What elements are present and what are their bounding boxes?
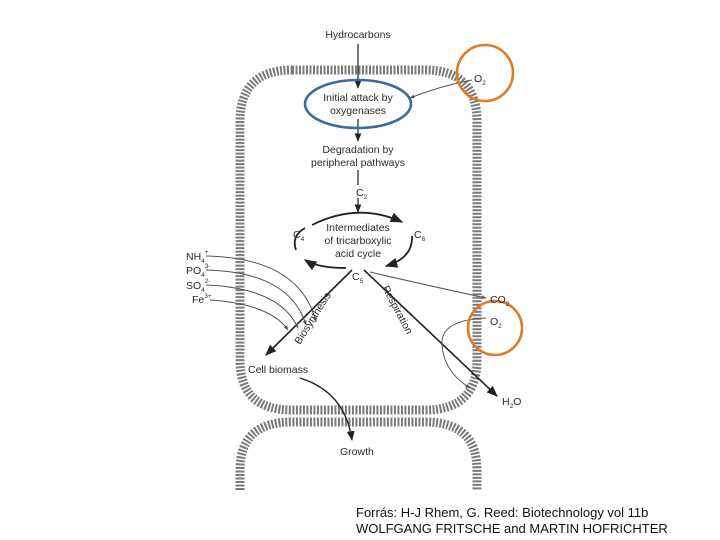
degradation-label-line2: peripheral pathways bbox=[311, 157, 405, 169]
c4-label: C4 bbox=[293, 229, 305, 243]
tca-cycle-arc-left bbox=[293, 227, 306, 251]
growth-label: Growth bbox=[340, 446, 374, 458]
biosynthesis-label: Biosynthesis bbox=[292, 290, 333, 346]
degradation-label-line1: Degradation by bbox=[322, 144, 394, 156]
caption-line-1: Forrás: H-J Rhem, G. Reed: Biotechnology… bbox=[356, 505, 649, 520]
initial-attack-label-line2: oxygenases bbox=[330, 105, 386, 117]
arrow-to-co2 bbox=[369, 271, 487, 300]
h2o-label: H2O bbox=[502, 396, 521, 410]
o2-right-label: O2 bbox=[490, 316, 502, 330]
arrow-nh4 bbox=[205, 255, 317, 323]
oxygenase-highlight-ellipse bbox=[303, 78, 413, 130]
arrow-respiration bbox=[363, 269, 498, 397]
c6-label: C6 bbox=[414, 229, 426, 243]
o2-right-highlight-circle bbox=[466, 299, 524, 357]
o2-top-label: O2 bbox=[474, 73, 486, 87]
arrow-so4 bbox=[205, 284, 299, 329]
arrow-fe bbox=[209, 299, 289, 331]
c2-label: C2 bbox=[356, 187, 368, 201]
nh4-label: NH4+ bbox=[186, 249, 209, 265]
so4-label: SO42- bbox=[186, 278, 211, 294]
initial-attack-label-line1: Initial attack by bbox=[323, 92, 393, 104]
respiration-label: Respiration bbox=[379, 284, 415, 337]
tca-label-line3: acid cycle bbox=[335, 248, 381, 260]
caption-line-2: WOLFGANG FRITSCHE and MARTIN HOFRICHTER bbox=[356, 521, 668, 536]
po4-label: PO43- bbox=[186, 263, 211, 279]
arrow-o2-in-right bbox=[441, 317, 487, 389]
tca-cycle-arc-bottom bbox=[303, 259, 347, 271]
hydrocarbons-label: Hydrocarbons bbox=[325, 29, 390, 41]
tca-cycle-arc-top bbox=[311, 211, 404, 226]
tca-label-line2: of tricarboxylic bbox=[324, 235, 391, 247]
cell-biomass-label: Cell biomass bbox=[248, 364, 308, 376]
arrow-po4 bbox=[205, 269, 307, 326]
tca-cycle-arc-right bbox=[384, 235, 413, 268]
c5-label: C5 bbox=[352, 271, 364, 285]
tca-label-line1: Intermediates bbox=[326, 222, 390, 234]
cell-wall bbox=[235, 65, 482, 415]
o2-top-highlight-circle bbox=[455, 43, 515, 103]
fe-label: Fe3+ bbox=[192, 293, 212, 306]
arrow-o2-to-attack bbox=[409, 79, 473, 99]
co2-label: CO2 bbox=[490, 294, 510, 308]
arrow-biomass-to-growth bbox=[299, 377, 355, 441]
arrow-biosynthesis bbox=[265, 269, 353, 356]
source-caption: Forrás: H-J Rhem, G. Reed: Biotechnology… bbox=[356, 505, 668, 537]
